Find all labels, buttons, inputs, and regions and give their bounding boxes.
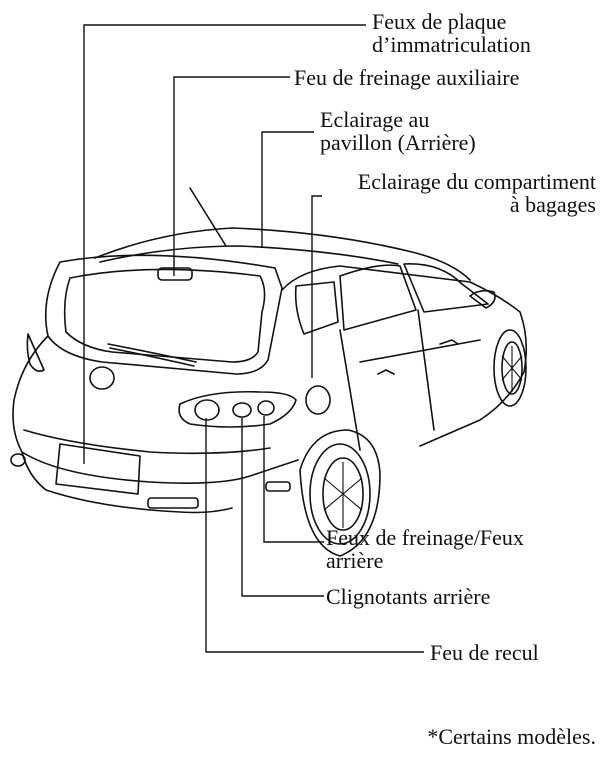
leader-feux-freinage-arriere	[263, 416, 324, 543]
left-tail-light	[26, 333, 45, 372]
label-feux-plaque: Feux de plaque d’immatriculation	[372, 10, 531, 56]
exhaust-pipe	[10, 453, 26, 467]
rear-bumper	[21, 451, 233, 514]
emblem	[89, 366, 115, 390]
footnote-text: Certains modèles.	[438, 724, 596, 749]
leader-feu-recul	[205, 418, 424, 653]
label-line: Feu de freinage auxiliaire	[294, 65, 520, 90]
aux-brake-light	[157, 267, 193, 281]
label-line: Feu de recul	[430, 640, 539, 665]
label-line: à bagages	[509, 192, 596, 217]
right-tail-light	[178, 390, 297, 428]
label-feu-freinage-auxiliaire: Feu de freinage auxiliaire	[294, 66, 519, 89]
antenna	[189, 187, 227, 247]
fuel-door	[305, 385, 331, 415]
rear-window	[63, 268, 266, 363]
footnote: *Certains modèles.	[427, 724, 596, 750]
leader-plaque	[83, 24, 366, 464]
footnote-mark: *	[427, 724, 439, 749]
leader-clignotants	[241, 418, 324, 597]
front-wheel	[493, 329, 527, 407]
reverse-lamp	[194, 399, 220, 421]
side-mirror	[469, 289, 496, 309]
rear-quarter-window	[294, 281, 339, 335]
label-line: pavillon (Arrière)	[320, 130, 476, 155]
brake-tail-lamp	[257, 400, 275, 416]
rear-wiper	[107, 343, 197, 363]
label-feu-recul: Feu de recul	[430, 641, 539, 664]
rear-body	[12, 335, 299, 484]
leader-feu-freinage-aux	[173, 76, 290, 276]
label-line: arrière	[326, 548, 384, 573]
label-line: Eclairage du compartiment	[357, 169, 596, 194]
roof-outline	[94, 227, 471, 281]
label-eclairage-pavillon: Eclairage au pavillon (Arrière)	[320, 108, 476, 154]
label-eclairage-compartiment: Eclairage du compartiment à bagages	[266, 170, 596, 216]
label-line: Eclairage au	[320, 107, 430, 132]
leader-eclairage-pavillon	[261, 131, 314, 248]
front-door-window	[403, 263, 489, 313]
label-clignotants-arriere: Clignotants arrière	[326, 585, 490, 608]
label-feux-freinage-arriere: Feux de freinage/Feux arrière	[326, 526, 524, 572]
license-plate-recess	[55, 443, 141, 495]
label-line: Clignotants arrière	[326, 584, 491, 609]
side-marker	[265, 481, 291, 492]
leader-eclairage-compartiment	[311, 195, 322, 378]
rear-door-window	[339, 264, 417, 331]
label-line: Feux de plaque	[372, 9, 507, 34]
rear-wheel	[309, 443, 371, 545]
label-line: Feux de freinage/Feux	[326, 525, 524, 550]
rear-reflector	[147, 497, 199, 509]
label-line: d’immatriculation	[372, 32, 531, 57]
turn-signal-lamp	[232, 402, 252, 418]
rear-wheel-arch	[299, 429, 381, 557]
